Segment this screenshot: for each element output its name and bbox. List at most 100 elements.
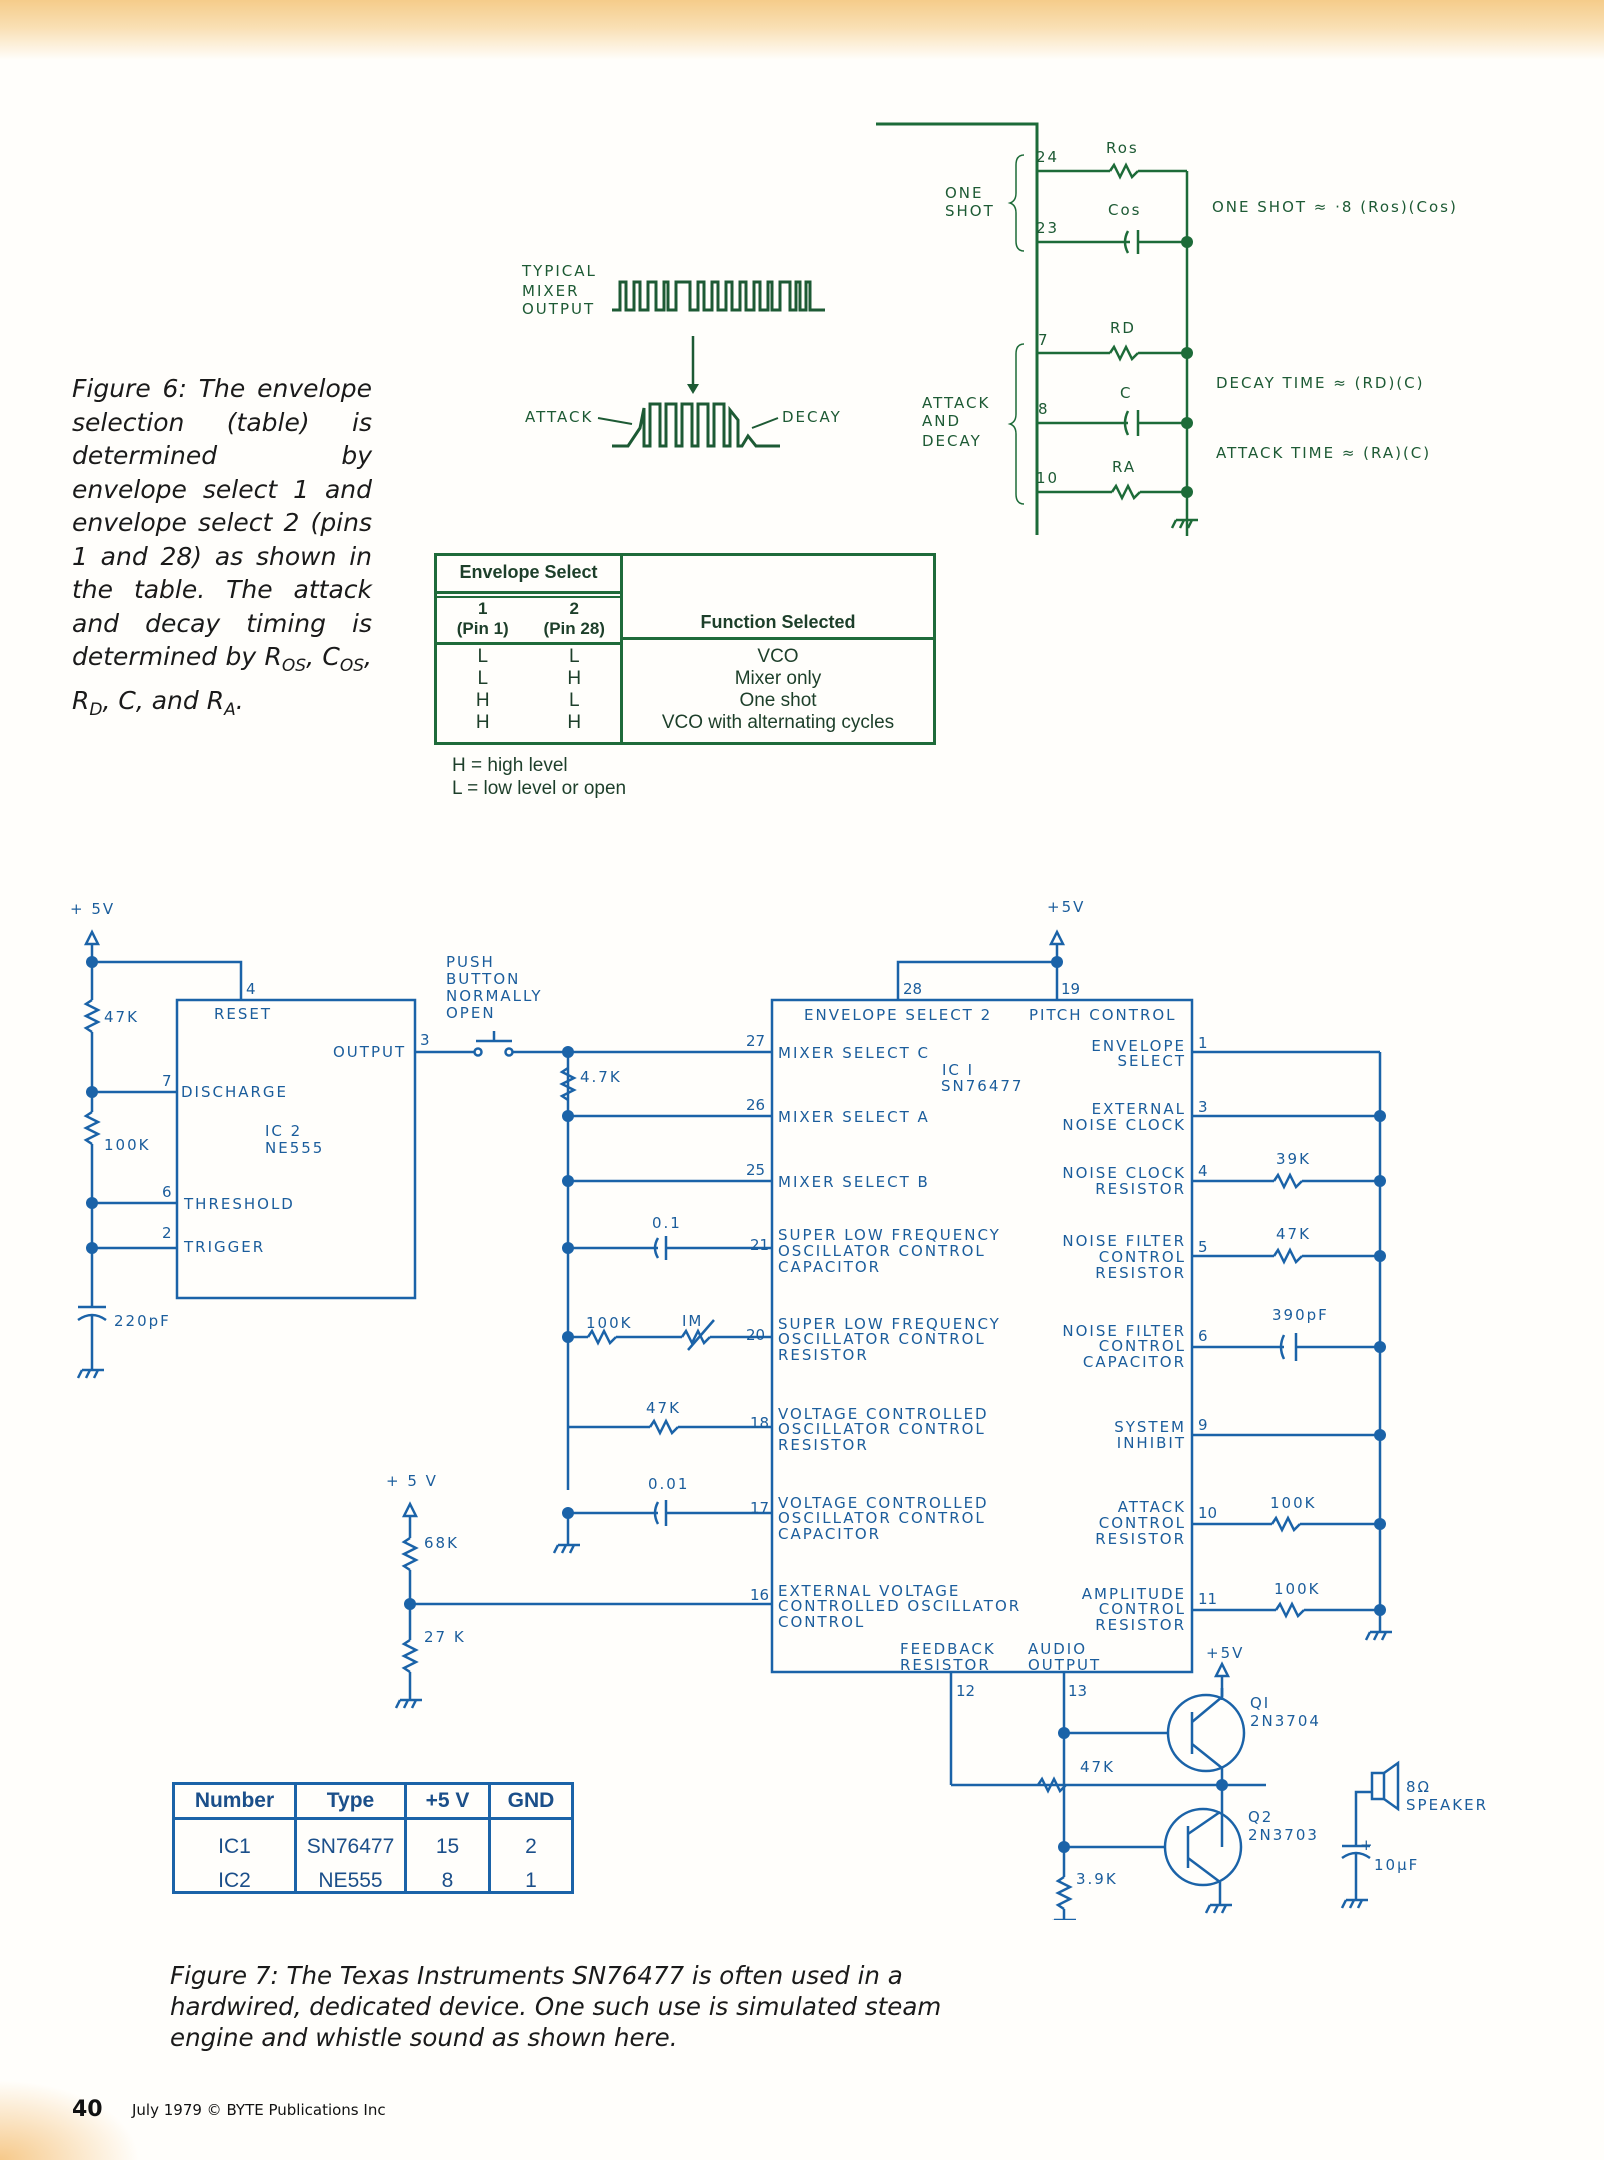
push-button-label: PUSH [446, 953, 495, 971]
cell: IC1 [218, 1835, 251, 1858]
supply-arrow-icon [401, 1501, 419, 1518]
decay-arrow-icon [751, 417, 779, 429]
cell: H [567, 712, 582, 733]
cell: L [568, 646, 580, 667]
supply-label: +5V [1206, 1644, 1244, 1662]
pin-number: 3 [1198, 1098, 1208, 1116]
pin-number: 28 [903, 980, 922, 998]
r-attack-label: 100K [1270, 1494, 1316, 1512]
pin-label: AUDIO [1028, 1640, 1087, 1658]
attack-decay-label: AND [922, 412, 961, 430]
caption-subscript: OS [339, 656, 365, 676]
table-column-headers: 1(Pin 1) 2(Pin 28) [437, 596, 620, 645]
pin-number: 3 [420, 1031, 430, 1049]
pin-number: 25 [746, 1161, 765, 1179]
pin-label: OSCILLATOR CONTROL [778, 1330, 986, 1348]
function-column: Function Selected VCO Mixer only One sho… [623, 556, 933, 742]
supply-arrow-icon [83, 929, 101, 946]
function-cell: Mixer only [734, 668, 822, 689]
pin-label: RESISTOR [1095, 1264, 1186, 1282]
pin-label: SELECT [1118, 1052, 1186, 1070]
q2-label: Q2 [1248, 1808, 1273, 1826]
pin-number: 20 [746, 1326, 765, 1344]
function-cell: VCO with alternating cycles [661, 712, 895, 733]
pin-label: SYSTEM [1114, 1418, 1186, 1436]
decay-formula: DECAY TIME ≈ (RD)(C) [1216, 374, 1425, 392]
q2-part: 2N3703 [1248, 1826, 1319, 1844]
pin-number: 17 [750, 1499, 769, 1517]
pin-label: RESISTOR [1095, 1616, 1186, 1634]
pin-label: OUTPUT [333, 1043, 406, 1061]
pin-label: SUPER LOW FREQUENCY [778, 1315, 1001, 1333]
pin-number: 8 [1038, 400, 1050, 418]
r-bias-label: 3.9K [1076, 1870, 1118, 1888]
mixer-output-waveform [612, 280, 825, 312]
push-button-label: OPEN [446, 1004, 496, 1022]
c-noise-filter-label: 390pF [1272, 1306, 1329, 1324]
decay-label: DECAY [782, 408, 842, 426]
waveform-label-line: TYPICAL [521, 262, 597, 280]
pin-number: 12 [956, 1682, 975, 1700]
r-noise-clock-label: 39K [1276, 1150, 1311, 1168]
supply-label: + 5 V [386, 1472, 438, 1490]
pin-number: 9 [1198, 1416, 1208, 1434]
pin-label: EXTERNAL [1092, 1100, 1186, 1118]
pin-label: CONTROL [1099, 1600, 1186, 1618]
pin-label: NOISE CLOCK [1062, 1164, 1186, 1182]
ground-icon [1204, 1903, 1232, 1914]
cell: 8 [441, 1869, 454, 1892]
r-mixer-label: 4.7K [580, 1068, 622, 1086]
pin-number: 21 [750, 1236, 769, 1254]
r-feedback-label: 47K [1080, 1758, 1115, 1776]
col-header: +5 V [407, 1785, 488, 1820]
pin-number: 2 [162, 1224, 172, 1242]
caption-text: . [235, 685, 244, 715]
pin-label: RESISTOR [900, 1656, 991, 1674]
pin-label: SUPER LOW FREQUENCY [778, 1226, 1001, 1244]
one-shot-label: SHOT [945, 202, 995, 220]
function-cell: VCO [757, 646, 799, 667]
paper-edge-bottom [0, 2080, 140, 2160]
attack-arrow-icon [597, 417, 633, 425]
r-a-label: RA [1112, 458, 1136, 476]
pin-label: CONTROL [1099, 1248, 1186, 1266]
col-header: GND [491, 1785, 571, 1820]
pin-label: RESISTOR [778, 1436, 869, 1454]
ground-icon [76, 1368, 104, 1379]
r-div-bottom-label: 27 K [424, 1628, 466, 1646]
pin-label: RESISTOR [1095, 1530, 1186, 1548]
pin-number: 6 [1198, 1327, 1208, 1345]
pin-label: OSCILLATOR CONTROL [778, 1242, 986, 1260]
one-shot-formula: ONE SHOT ≈ ·8 (Ros)(Cos) [1212, 198, 1458, 216]
resistor-100k [83, 1110, 101, 1146]
pin-number: 5 [1198, 1238, 1208, 1256]
pin-number: 18 [750, 1414, 769, 1432]
r1-label: 47K [104, 1008, 139, 1026]
pin-label: NOISE FILTER [1062, 1322, 1186, 1340]
pin-label: OUTPUT [1028, 1656, 1101, 1674]
pot-slf-label: IM [682, 1312, 703, 1330]
pin-number: 4 [246, 980, 256, 998]
pin-label: NOISE FILTER [1062, 1232, 1186, 1250]
pin-number: 7 [162, 1072, 172, 1090]
ground-icon [1364, 1630, 1392, 1641]
cell: L [477, 668, 489, 689]
pin-label: EXTERNAL VOLTAGE [778, 1582, 960, 1600]
speaker-impedance: 8Ω [1406, 1778, 1431, 1796]
pin-number: 6 [162, 1183, 172, 1201]
cell: 2 [525, 1835, 537, 1858]
pin-label: FEEDBACK [900, 1640, 996, 1658]
pin-number: 1 [1198, 1034, 1208, 1052]
pin-number: 26 [746, 1096, 765, 1114]
junction-dots [1181, 236, 1193, 498]
pin-label: CONTROL [1099, 1514, 1186, 1532]
pin-label: VOLTAGE CONTROLLED [778, 1405, 989, 1423]
waveform-label-line: OUTPUT [522, 300, 595, 318]
supply-arrow-icon [1213, 1661, 1231, 1678]
ground-icon [1340, 1898, 1368, 1909]
cell: 1 [525, 1869, 537, 1892]
pin-label: AMPLITUDE [1082, 1585, 1186, 1603]
